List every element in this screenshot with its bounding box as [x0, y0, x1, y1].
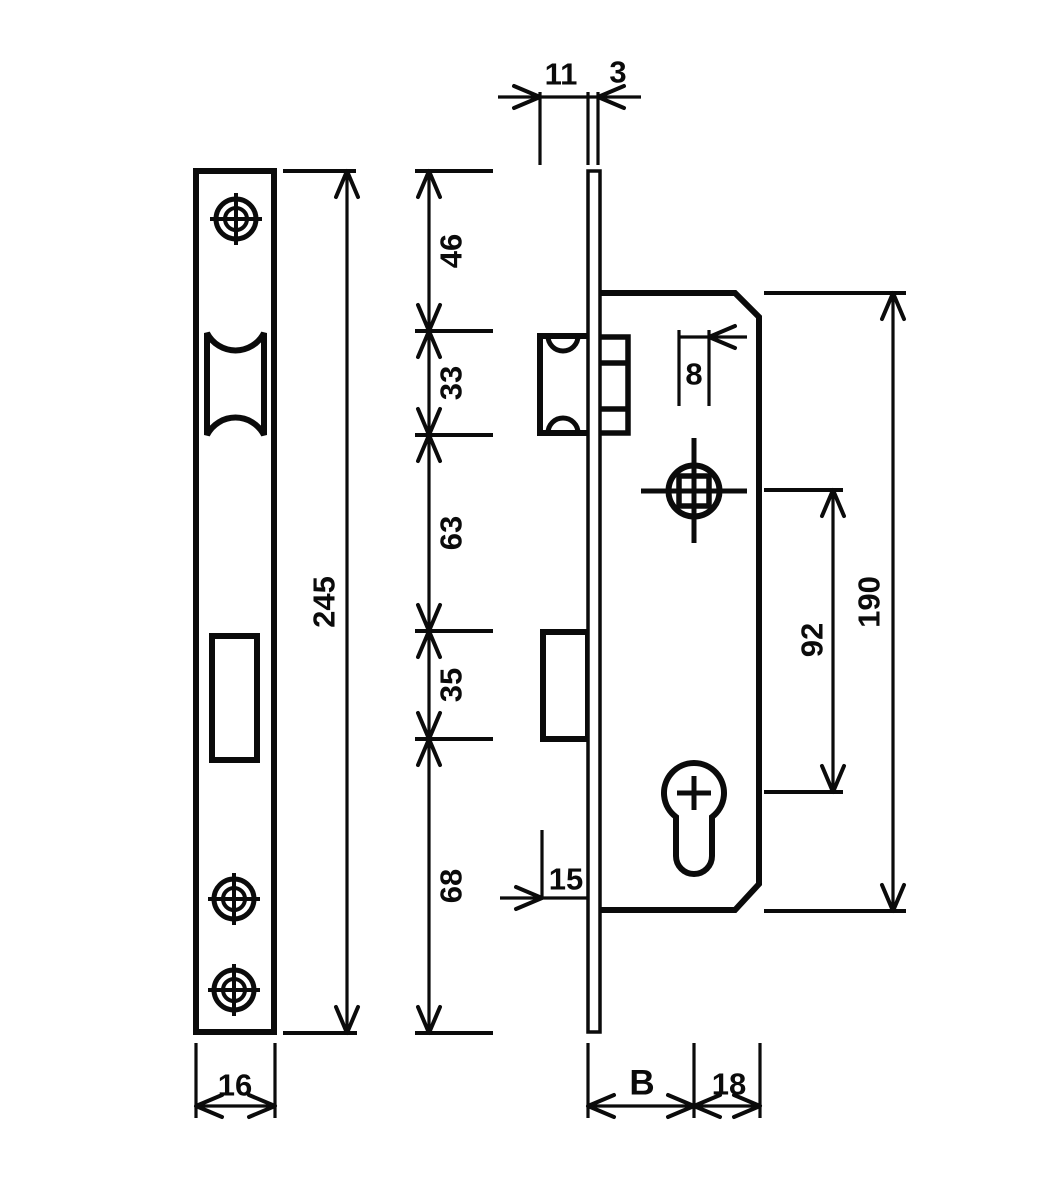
- dim-chain: [415, 169, 493, 1035]
- dim-label-backset: B: [629, 1064, 654, 1103]
- dim-centers-92: [764, 488, 846, 794]
- latch-bolt-front: [537, 333, 588, 436]
- dim-backset-and-back: [586, 1043, 762, 1119]
- dim-label-46: 46: [434, 234, 469, 268]
- deadbolt-side: [540, 629, 591, 742]
- latch-bolt-inner: [598, 334, 631, 436]
- dim-label-spindle-square: 8: [685, 357, 702, 392]
- dim-label-plate-height: 245: [307, 576, 342, 628]
- dim-label-back-18: 18: [712, 1067, 746, 1102]
- spindle-hub: [641, 438, 747, 543]
- dim-label-63: 63: [434, 516, 469, 550]
- faceplate-front-view: [193, 168, 277, 1035]
- latch-bevel-arc: [545, 415, 581, 434]
- dim-plate-width: [194, 1043, 277, 1119]
- faceplate-edge-view: [586, 169, 602, 1034]
- euro-cylinder-hole: [661, 760, 727, 877]
- dim-spindle-square: [677, 324, 747, 406]
- lock-case-outline: [598, 290, 762, 913]
- latch-opening: [204, 331, 267, 437]
- dim-label-centers-92: 92: [795, 623, 830, 657]
- dim-label-35: 35: [434, 668, 469, 702]
- lock-case-side-view: [537, 169, 762, 1034]
- dim-label-33: 33: [434, 366, 469, 400]
- screw-hole-icon: [208, 873, 260, 925]
- dim-plate-height: [283, 169, 360, 1035]
- dimensions: [194, 84, 906, 1119]
- dim-latch-projection-and-plate-thickness: [498, 84, 641, 165]
- dimension-labels: 245 46 33 63 35 68 16 11 3 8 15 92 190 B…: [218, 55, 887, 1103]
- dim-case-height: [764, 291, 906, 913]
- dim-label-bolt-throw: 15: [549, 862, 583, 897]
- dim-label-68: 68: [434, 869, 469, 903]
- screw-hole-icon: [210, 193, 262, 245]
- latch-bevel-arc: [545, 335, 581, 354]
- dim-label-latch-projection: 11: [545, 57, 578, 92]
- dim-label-plate-width: 16: [218, 1068, 252, 1103]
- dim-label-case-height: 190: [852, 576, 887, 628]
- deadbolt-opening: [209, 633, 260, 763]
- dim-label-plate-thickness: 3: [609, 55, 626, 90]
- dim-bolt-throw: [500, 830, 588, 911]
- screw-hole-icon: [208, 964, 260, 1016]
